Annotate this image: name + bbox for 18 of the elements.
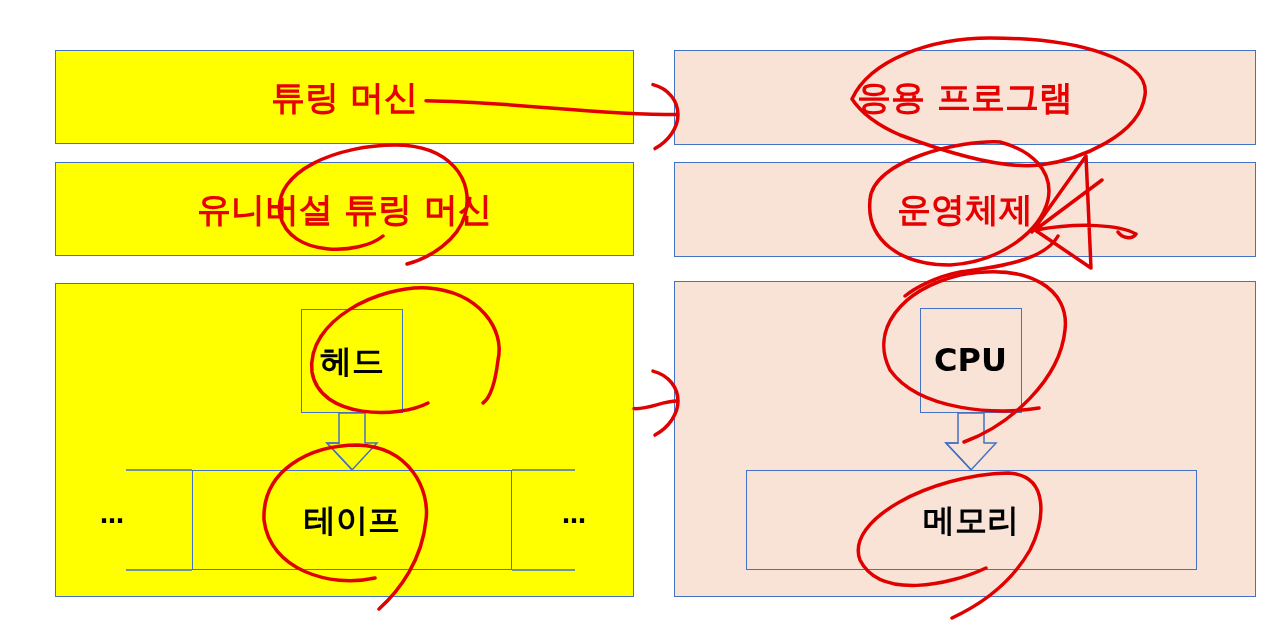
node-label: 메모리 xyxy=(923,499,1019,540)
head-box xyxy=(300,308,403,413)
node-label: 운영체제 xyxy=(897,188,1033,231)
node-label: CPU xyxy=(934,340,1007,380)
ellipsis-label: … xyxy=(562,503,586,527)
layer-bar xyxy=(55,50,634,144)
container-box xyxy=(55,283,634,597)
node-label: 테이프 xyxy=(303,499,400,540)
container-box xyxy=(674,281,1256,597)
memory-box xyxy=(745,469,1197,570)
node-label: 튜링 머신 xyxy=(270,75,419,119)
layer-bar xyxy=(674,162,1256,257)
cpu-box xyxy=(919,307,1022,413)
tape-cell xyxy=(191,469,512,570)
layer-bar xyxy=(674,50,1256,145)
node-label: 응용 프로그램 xyxy=(857,76,1073,119)
ellipsis-label: … xyxy=(100,503,124,527)
node-label: 헤드 xyxy=(319,340,384,381)
